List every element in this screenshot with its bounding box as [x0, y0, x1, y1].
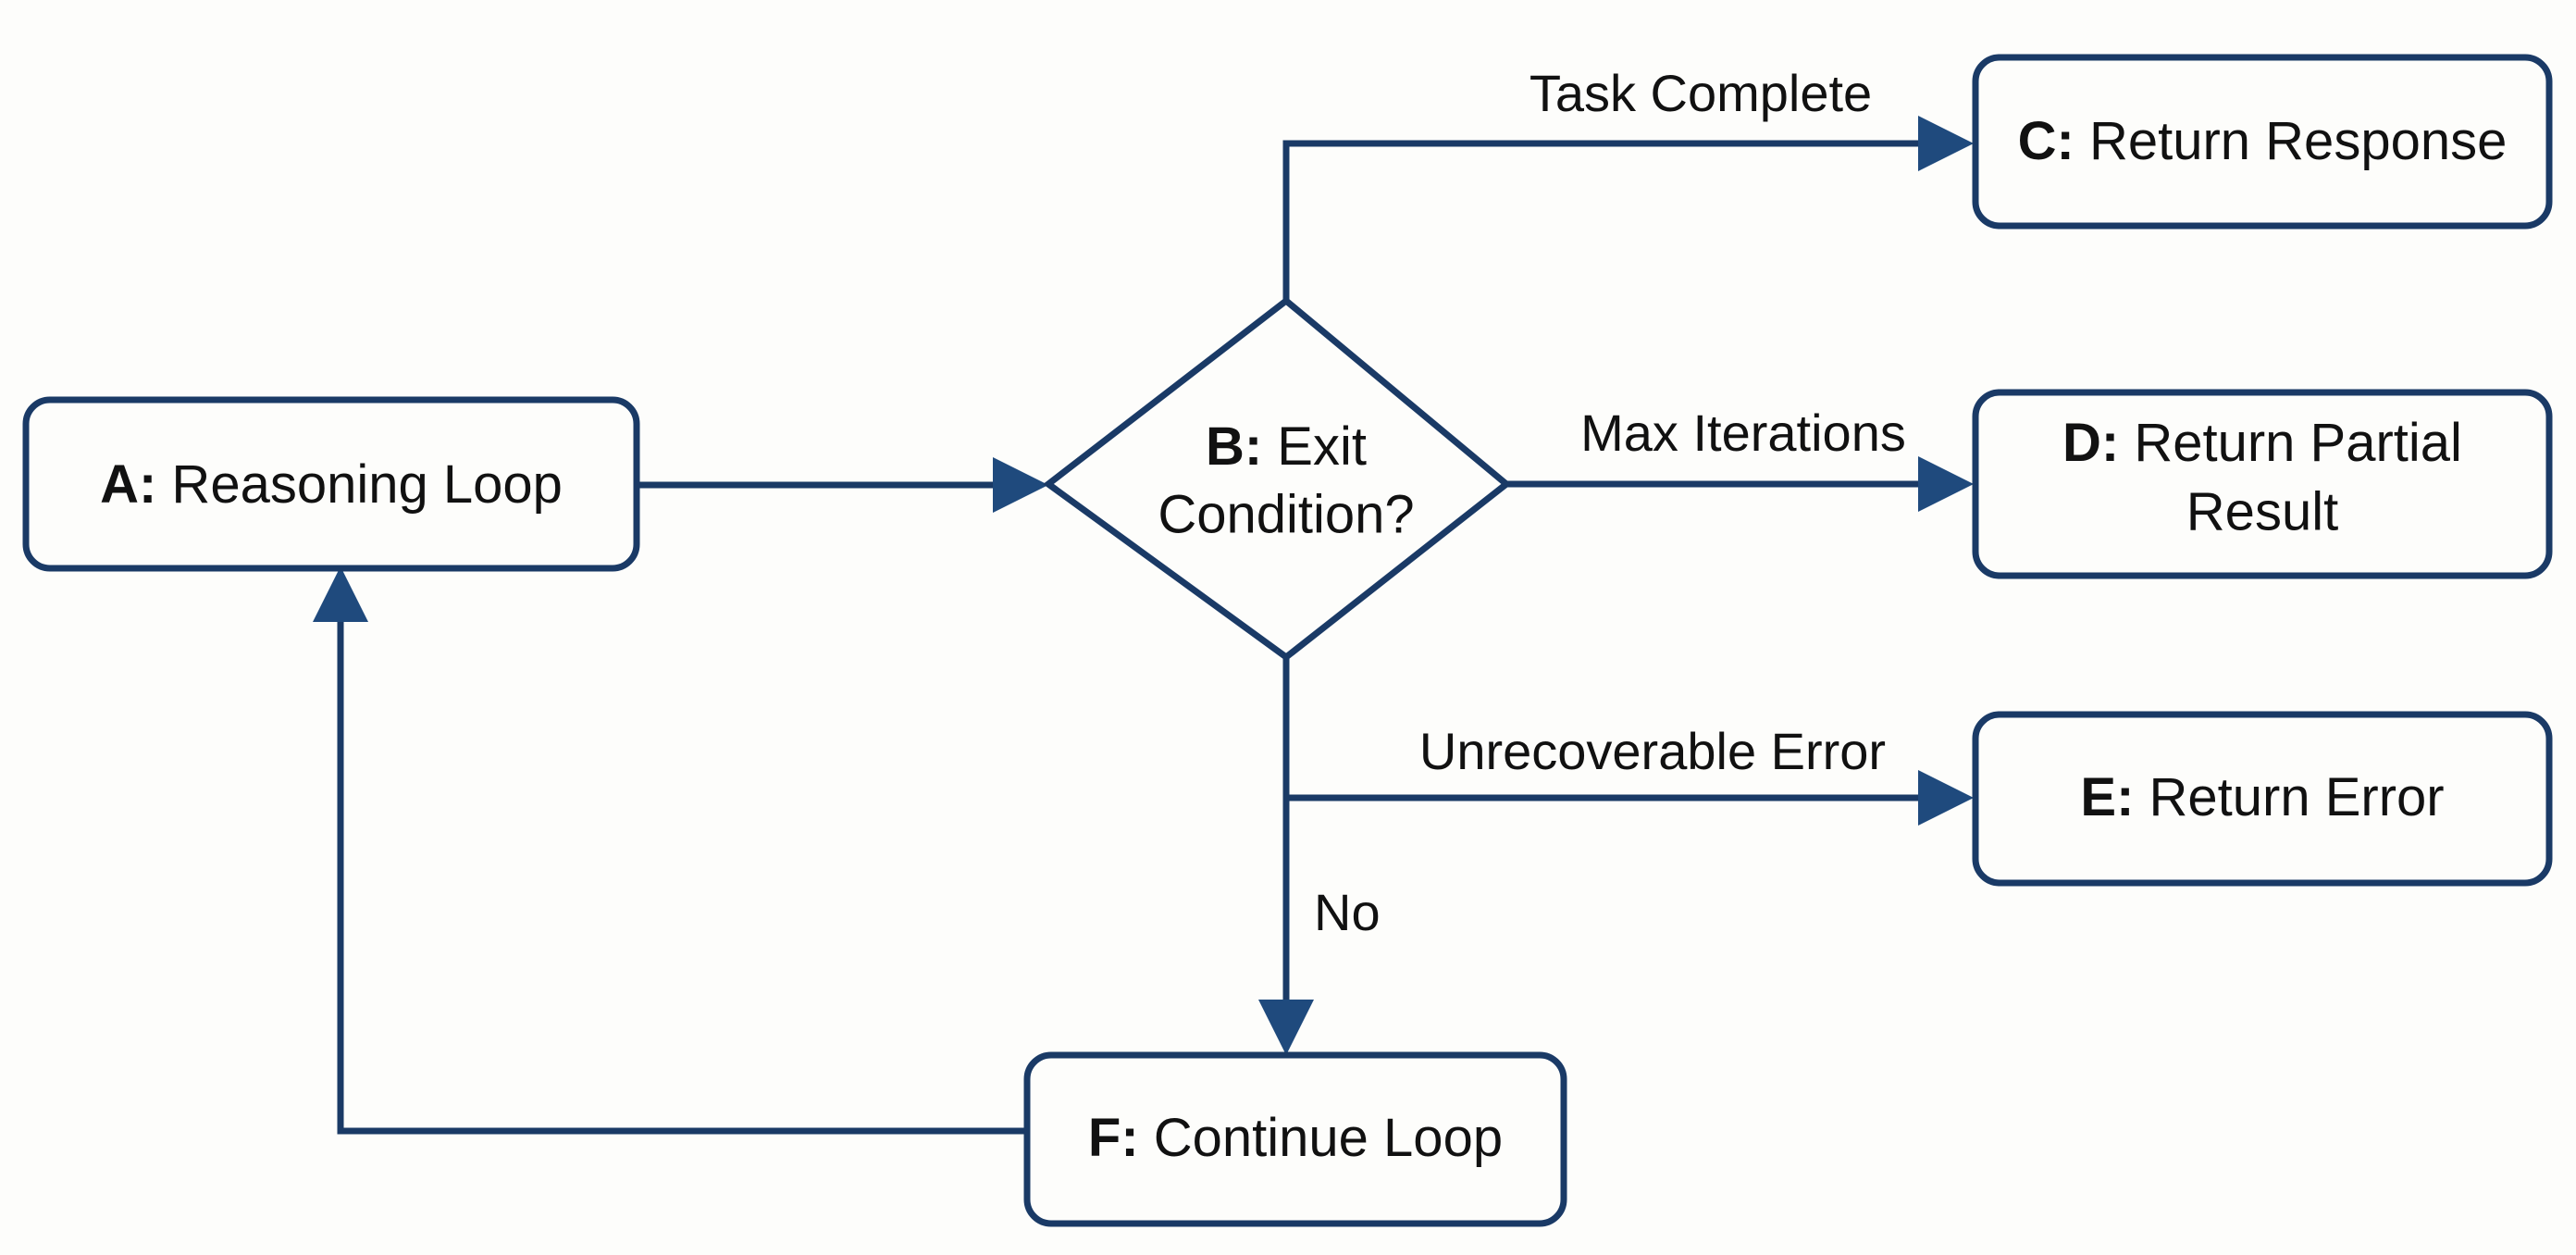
- node-b-text: Exit: [1262, 416, 1367, 477]
- edge-b-to-e: Unrecoverable Error: [1286, 722, 1974, 826]
- node-c-prefix: C:: [2018, 111, 2074, 171]
- edge-b-to-d-arrowhead: [1918, 456, 1974, 512]
- node-f-label: F: Continue Loop: [1088, 1108, 1503, 1168]
- edge-b-to-c-arrowhead: [1918, 116, 1974, 171]
- node-a-text: Reasoning Loop: [156, 454, 563, 515]
- edge-label-task-complete: Task Complete: [1530, 64, 1872, 122]
- node-d-label-line2: Result: [2186, 481, 2338, 541]
- node-f-continue-loop[interactable]: F: Continue Loop: [1023, 1051, 1567, 1227]
- node-e-label: E: Return Error: [2080, 767, 2444, 827]
- node-b-label-line1: B: Exit: [1206, 416, 1367, 477]
- node-a-reasoning-loop[interactable]: A: Reasoning Loop: [22, 396, 640, 572]
- node-a-prefix: A:: [100, 454, 156, 515]
- node-e-text: Return Error: [2134, 767, 2444, 827]
- node-d-shape[interactable]: [1972, 389, 2553, 579]
- edge-b-to-e-arrowhead: [1918, 770, 1974, 826]
- node-b-label-line2: Condition?: [1158, 484, 1414, 544]
- edge-b-to-f: No: [1258, 657, 1381, 1055]
- node-b-exit-condition[interactable]: B: Exit Condition?: [1043, 296, 1512, 662]
- edge-label-unrecoverable-error: Unrecoverable Error: [1419, 722, 1886, 780]
- node-d-return-partial-result[interactable]: D: Return Partial Result: [1972, 389, 2553, 579]
- node-f-prefix: F:: [1088, 1108, 1139, 1168]
- node-e-shape[interactable]: [1972, 711, 2553, 887]
- edge-label-no: No: [1314, 883, 1381, 941]
- node-a-label: A: Reasoning Loop: [100, 454, 563, 515]
- edge-b-to-c: Task Complete: [1282, 64, 1974, 301]
- node-a-shape[interactable]: [22, 396, 640, 572]
- node-c-label: C: Return Response: [2018, 111, 2508, 171]
- node-d-prefix: D:: [2062, 413, 2119, 473]
- node-d-label-line1: D: Return Partial: [2062, 413, 2462, 473]
- node-f-text: Continue Loop: [1139, 1108, 1503, 1168]
- edge-b-to-d: Max Iterations: [1506, 404, 1974, 512]
- node-e-prefix: E:: [2080, 767, 2134, 827]
- edge-a-to-b: [637, 457, 1048, 513]
- edge-b-to-c-line: [1282, 140, 1934, 301]
- edge-f-to-a-line: [337, 606, 1027, 1135]
- edge-label-max-iterations: Max Iterations: [1580, 404, 1906, 462]
- edge-f-to-a: [313, 566, 1027, 1135]
- edge-f-to-a-arrowhead: [313, 566, 368, 622]
- node-e-return-error[interactable]: E: Return Error: [1972, 711, 2553, 887]
- node-c-shape[interactable]: [1972, 54, 2553, 230]
- node-c-text: Return Response: [2074, 111, 2507, 171]
- node-f-shape[interactable]: [1023, 1051, 1567, 1227]
- edge-b-to-f-arrowhead: [1258, 1000, 1314, 1055]
- node-c-return-response[interactable]: C: Return Response: [1972, 54, 2553, 230]
- node-d-text: Return Partial: [2119, 413, 2462, 473]
- edge-a-to-b-arrowhead: [993, 457, 1048, 513]
- node-b-prefix: B:: [1206, 416, 1262, 477]
- node-b-shape[interactable]: [1043, 296, 1512, 662]
